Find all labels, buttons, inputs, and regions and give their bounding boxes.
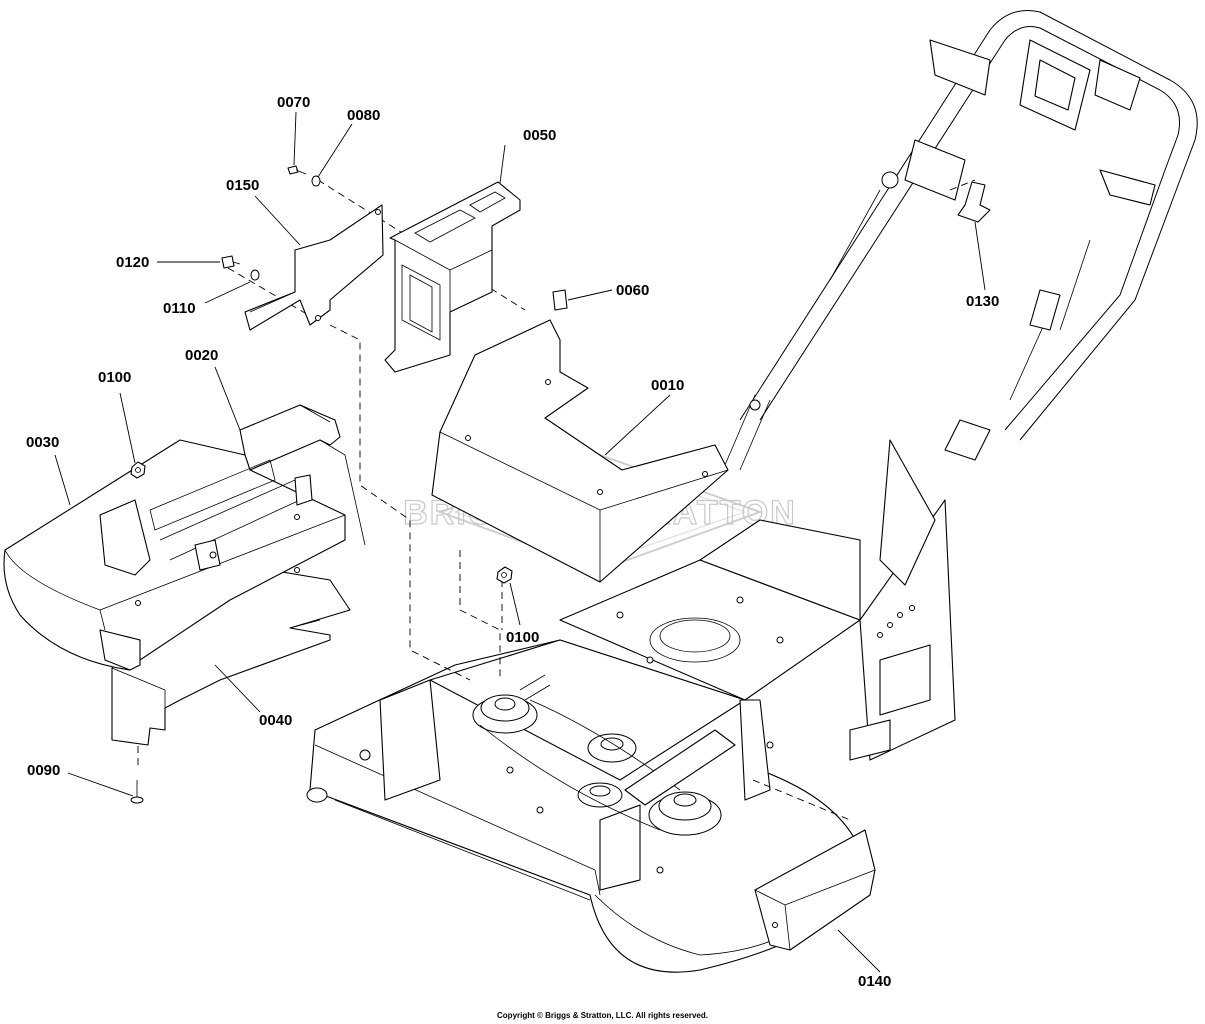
- part-0050-bracket: [384, 181, 521, 373]
- callout-0010: 0010: [651, 377, 684, 394]
- part-0130-clip: [957, 181, 991, 223]
- part-0070-screw: [287, 165, 307, 175]
- callout-0040: 0040: [259, 712, 292, 729]
- hardware: [130, 165, 513, 804]
- callout-0100-center: 0100: [506, 629, 539, 646]
- pulley-right: [648, 791, 722, 836]
- part-0080-washer: [311, 175, 321, 187]
- callout-0120: 0120: [116, 254, 149, 271]
- mower-deck-frame: [306, 439, 956, 973]
- copyright-notice: Copyright © Briggs & Stratton, LLC. All …: [497, 1011, 708, 1020]
- callout-0090: 0090: [27, 762, 60, 779]
- callout-labels: 0070 0080 0050 0150 0120 0060 0130 0110 …: [26, 94, 999, 990]
- part-0030-cover: [3, 439, 346, 671]
- part-0120-screw: [221, 255, 241, 269]
- part-0140-guard: [754, 829, 876, 951]
- callout-0130: 0130: [966, 293, 999, 310]
- callout-0110: 0110: [163, 300, 196, 317]
- callout-0150: 0150: [226, 177, 259, 194]
- part-0010-deck-cover: [431, 319, 729, 583]
- handle-assembly: [724, 10, 1198, 471]
- callout-0140: 0140: [858, 973, 891, 990]
- part-0100-nut-center: [496, 566, 513, 584]
- callout-0020: 0020: [185, 347, 218, 364]
- callout-0100-left: 0100: [98, 369, 131, 386]
- callout-0070: 0070: [277, 94, 310, 111]
- callout-0080: 0080: [347, 107, 380, 124]
- part-0110-washer: [250, 269, 260, 281]
- part-0060-clip: [552, 289, 568, 311]
- leader-lines: [54, 111, 986, 973]
- part-0150-shield: [244, 204, 384, 331]
- part-0090-bolt: [130, 780, 144, 804]
- pulley-left: [472, 694, 538, 734]
- part-0100-nut-left: [130, 461, 146, 479]
- pulley-center: [587, 733, 637, 763]
- callout-0030: 0030: [26, 434, 59, 451]
- pulley-lower: [577, 782, 623, 808]
- callout-0060: 0060: [616, 282, 649, 299]
- callout-0050: 0050: [523, 127, 556, 144]
